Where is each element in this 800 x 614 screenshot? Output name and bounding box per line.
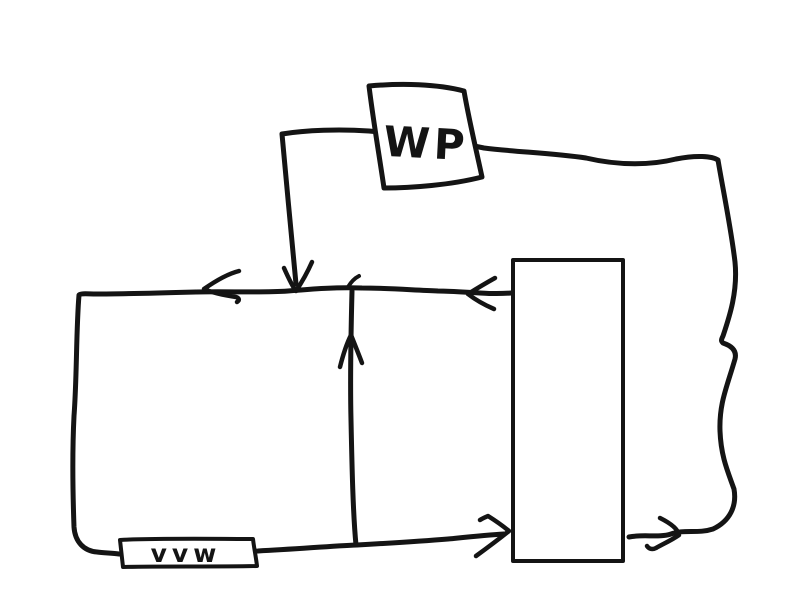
arrowhead-left-mid-icon <box>201 268 242 305</box>
vertical-connector-line <box>348 288 359 548</box>
arrowhead-right-into-outer-icon <box>644 515 682 552</box>
arrowhead-down-icon <box>281 259 315 294</box>
www-strip-label: vvw <box>151 539 222 568</box>
junction-tick <box>346 274 361 289</box>
tall-box <box>511 258 625 563</box>
wp-note-label: WP <box>382 117 470 170</box>
wp-note-box <box>366 81 485 191</box>
outer-region-outline <box>279 127 739 540</box>
arrowhead-up-icon <box>337 332 365 370</box>
arrowhead-left-near-tall-box-icon <box>465 275 498 312</box>
www-strip-box <box>118 536 259 569</box>
arrowhead-right-into-tall-box-icon <box>473 513 512 559</box>
left-region-outline <box>70 285 514 557</box>
